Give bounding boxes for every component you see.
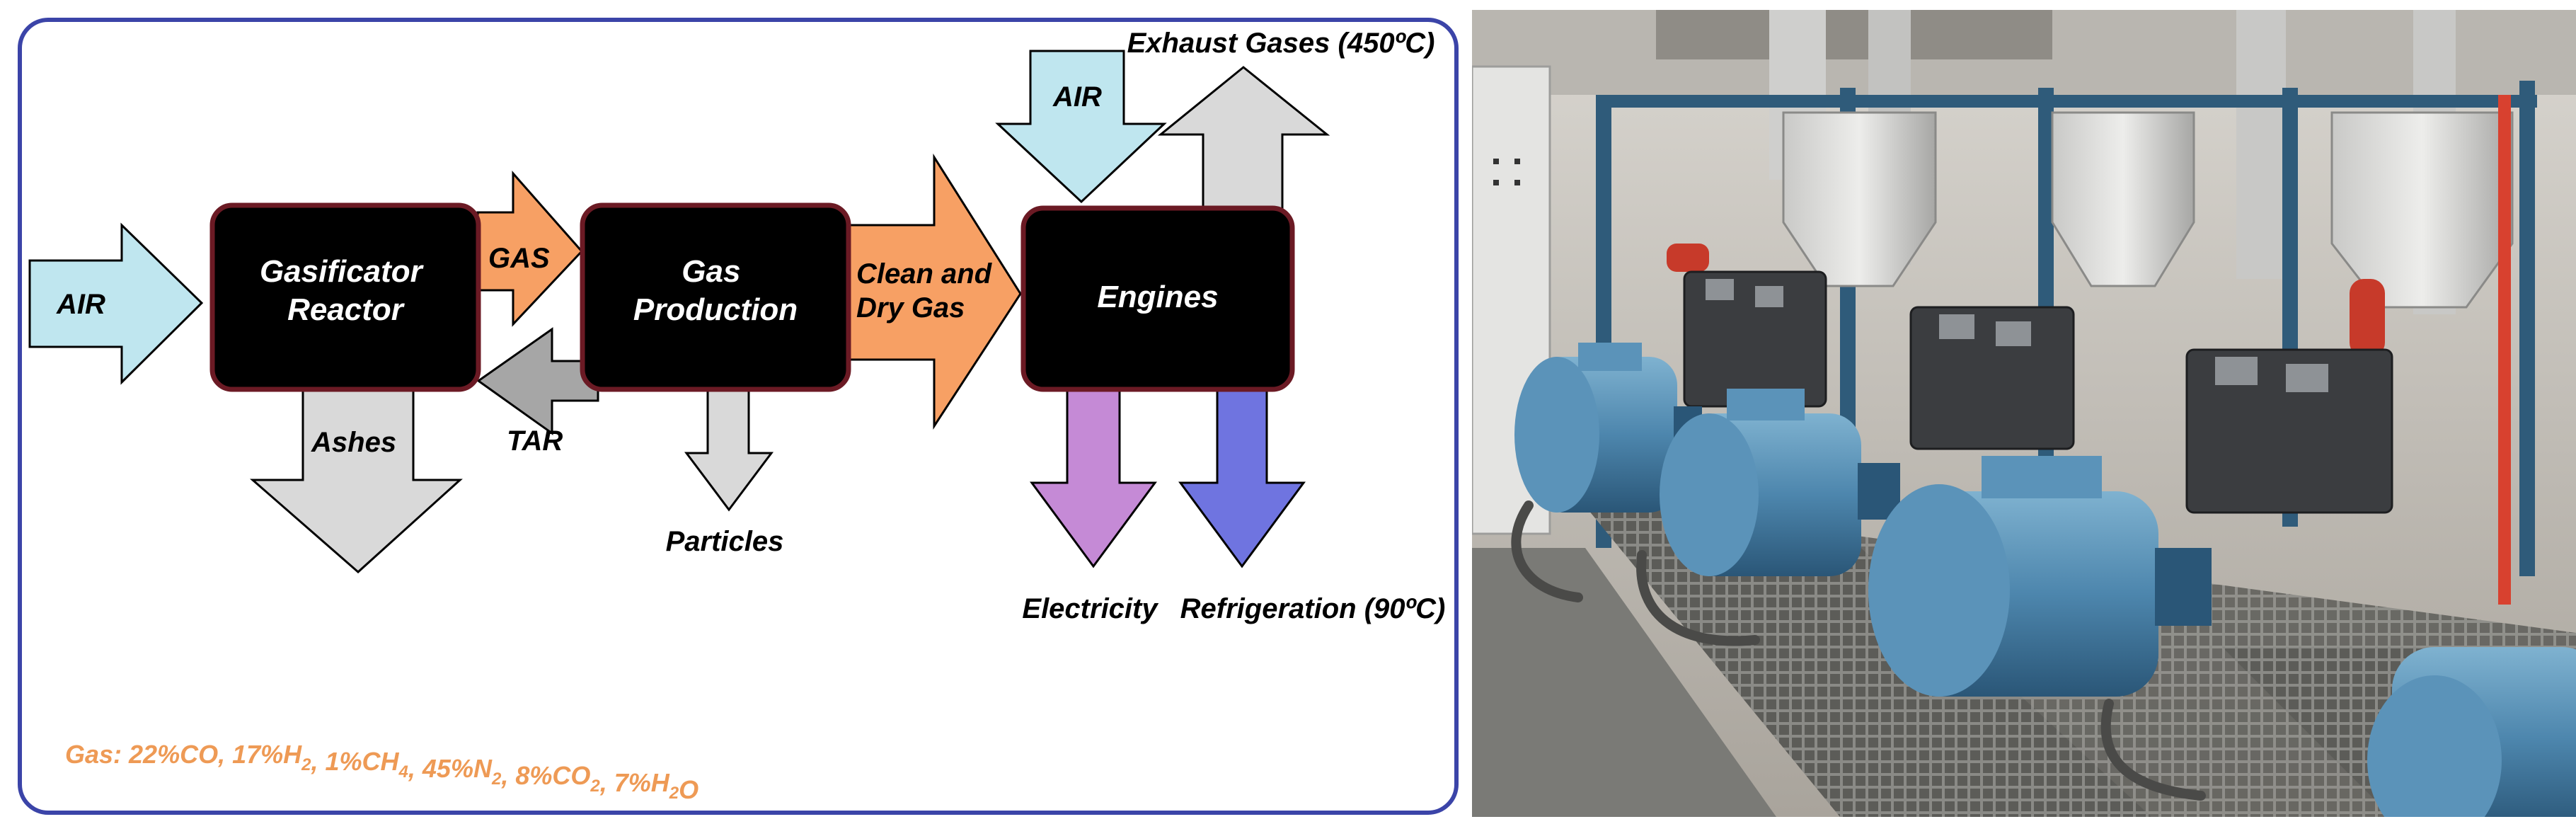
gas-arrow xyxy=(476,171,584,327)
clean-dry-gas-label: Clean and Dry Gas xyxy=(856,258,999,324)
engine-room-photo xyxy=(1472,10,2576,817)
electricity-label: Electricity xyxy=(1022,593,1158,624)
gas-production-block xyxy=(580,202,851,392)
ashes-label: Ashes xyxy=(311,427,396,458)
gas-composition-text: Gas: 22%CO, 17%H2, 1%CH4, 45%N2, 8%CO2, … xyxy=(65,740,698,804)
engines-label: Engines xyxy=(1097,280,1218,314)
exhaust-label: Exhaust Gases (450ºC) xyxy=(1127,28,1435,59)
refrigeration-arrow xyxy=(1178,387,1306,568)
refrigeration-label: Refrigeration (90ºC) xyxy=(1180,593,1446,624)
air-in-arrow xyxy=(28,222,204,385)
air-engine-label: AIR xyxy=(1052,81,1102,113)
particles-label: Particles xyxy=(666,526,784,557)
gas-label: GAS xyxy=(488,243,550,274)
gas-production-label: Gas Production xyxy=(633,254,798,327)
air-engine-arrow xyxy=(995,50,1167,204)
tar-arrow xyxy=(476,327,599,435)
gasificator-reactor-label: Gasificator Reactor xyxy=(260,254,431,327)
engines-block xyxy=(1020,205,1295,392)
tar-label: TAR xyxy=(507,425,563,457)
air-in-label: AIR xyxy=(56,289,105,320)
clean-dry-gas-arrow xyxy=(845,153,1022,430)
process-diagram: AIR GAS TAR Ashes Particles Clean and Dr… xyxy=(18,18,1459,815)
electricity-arrow xyxy=(1030,387,1157,568)
gasificator-reactor-block xyxy=(209,202,481,392)
particles-arrow xyxy=(684,387,774,512)
exhaust-arrow xyxy=(1157,66,1330,211)
ashes-arrow xyxy=(249,387,463,574)
